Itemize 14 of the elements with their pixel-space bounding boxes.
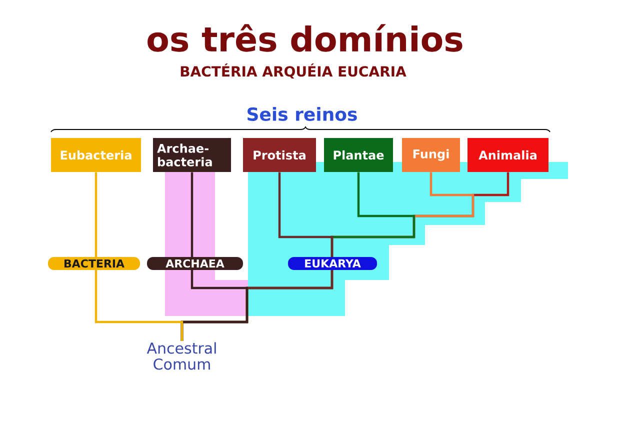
kingdom-box: Fungi [402, 138, 460, 172]
subtitle: BACTÉRIA ARQUÉIA EUCARIA [180, 63, 406, 78]
kingdom-box: Animalia [468, 138, 548, 172]
branch-line [94, 172, 184, 341]
kingdom-box: Archae- bacteria [153, 138, 231, 172]
kingdom-box: Protista [243, 138, 316, 172]
domain-pill: ARCHAEA [147, 257, 243, 270]
domain-pill: EUKARYA [288, 257, 377, 270]
kingdom-box: Plantae [324, 138, 393, 172]
title: os três domínios [148, 24, 462, 52]
heading: Seis reinos [248, 107, 357, 121]
domain-pill: BACTERIA [48, 257, 140, 270]
root-label: Ancestral Comum [146, 342, 216, 370]
kingdom-box: Eubacteria [51, 138, 141, 172]
